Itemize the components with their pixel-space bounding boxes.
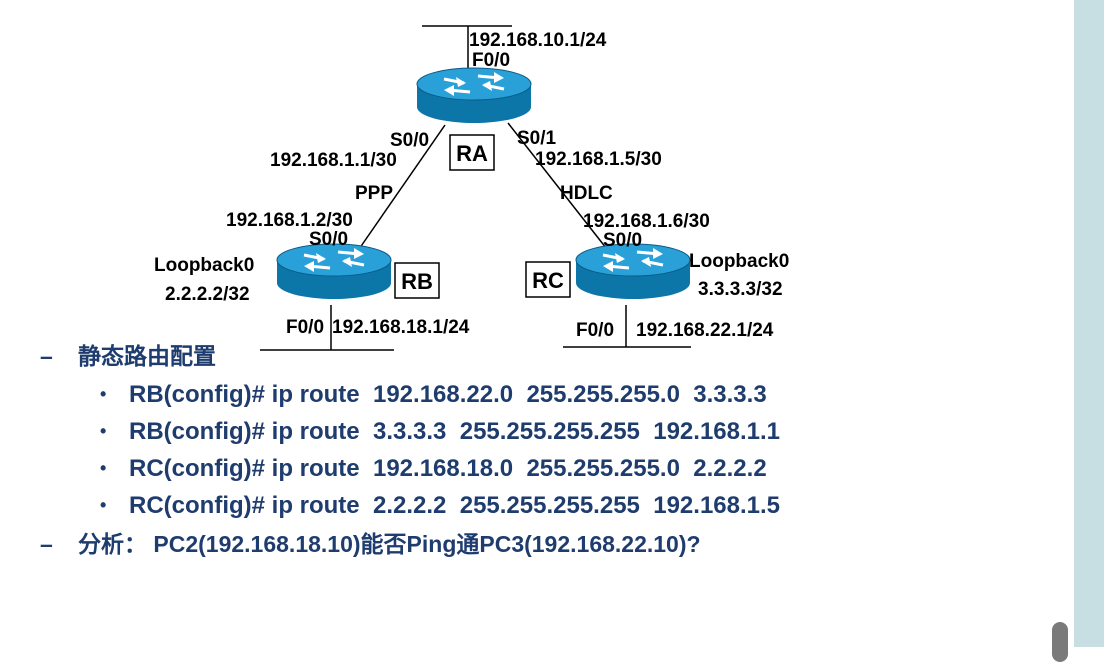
rc-lan-ip-label: 192.168.22.1/24 xyxy=(636,320,774,341)
rc-f00-label: F0/0 xyxy=(576,320,614,341)
ppp-link-line xyxy=(356,124,446,253)
rb-lan-ip-label: 192.168.18.1/24 xyxy=(332,317,470,338)
hdlc-link-line xyxy=(507,122,611,254)
rc-s00-label: S0/0 xyxy=(603,230,642,251)
rb-f00-label: F0/0 xyxy=(286,317,324,338)
network-topology-diagram: RA RB RC 192.168.10.1/24 F0/0 S0/0 192.1… xyxy=(154,25,789,351)
bullet-marker: • xyxy=(100,458,107,478)
analysis-question-text: 分析： PC2(192.168.18.10)能否Ping通PC3(192.168… xyxy=(78,531,701,557)
ra-s01-ip-label: 192.168.1.5/30 xyxy=(535,149,662,170)
hdlc-link-label: HDLC xyxy=(560,183,613,204)
ppp-link-label: PPP xyxy=(355,183,393,204)
rb-s00-ip-label: 192.168.1.2/30 xyxy=(226,210,353,231)
command-text: RB(config)# ip route 3.3.3.3 255.255.255… xyxy=(129,418,781,445)
ra-lan-ip-label: 192.168.10.1/24 xyxy=(469,30,607,51)
ra-s00-ip-label: 192.168.1.1/30 xyxy=(270,150,397,171)
router-rc-label-box: RC xyxy=(525,261,571,298)
rc-s00-ip-label: 192.168.1.6/30 xyxy=(583,211,710,232)
rc-loopback-ip-label: 3.3.3.3/32 xyxy=(698,279,783,300)
command-item: • RB(config)# ip route 192.168.22.0 255.… xyxy=(0,376,1060,413)
router-ra-icon xyxy=(415,66,533,125)
router-rc-label: RC xyxy=(532,268,564,293)
router-rb-icon xyxy=(275,242,393,301)
topology-links xyxy=(260,25,691,351)
command-item: • RB(config)# ip route 3.3.3.3 255.255.2… xyxy=(0,413,1060,450)
command-item: • RC(config)# ip route 2.2.2.2 255.255.2… xyxy=(0,487,1060,524)
router-ra-label-box: RA xyxy=(449,134,495,171)
rb-s00-label: S0/0 xyxy=(309,229,348,250)
command-text: RC(config)# ip route 2.2.2.2 255.255.255… xyxy=(129,492,781,519)
command-text: RC(config)# ip route 192.168.18.0 255.25… xyxy=(129,455,767,482)
rb-loopback-ip-label: 2.2.2.2/32 xyxy=(165,284,250,305)
outline-analysis-question: – 分析： PC2(192.168.18.10)能否Ping通PC3(192.1… xyxy=(0,524,1060,564)
heading-static-route-text: 静态路由配置 xyxy=(78,343,216,369)
dash-marker: – xyxy=(40,343,53,369)
dash-marker: – xyxy=(40,531,53,557)
scrollbar-thumb[interactable] xyxy=(1052,622,1068,662)
bullet-marker: • xyxy=(100,495,107,515)
command-item: • RC(config)# ip route 192.168.18.0 255.… xyxy=(0,450,1060,487)
outline-heading-static-route: – 静态路由配置 xyxy=(0,336,1060,376)
rc-loopback-label: Loopback0 xyxy=(689,251,789,272)
command-text: RB(config)# ip route 192.168.22.0 255.25… xyxy=(129,381,767,408)
slide-outline: – 静态路由配置 • RB(config)# ip route 192.168.… xyxy=(0,336,1060,564)
rb-loopback-label: Loopback0 xyxy=(154,255,254,276)
router-rc-icon xyxy=(574,242,692,301)
ra-s01-label: S0/1 xyxy=(517,128,557,149)
vertical-scrollbar-track[interactable] xyxy=(1074,0,1104,647)
bullet-marker: • xyxy=(100,384,107,404)
router-ra-label: RA xyxy=(456,141,488,166)
router-rb-label-box: RB xyxy=(394,262,440,299)
ra-s00-label: S0/0 xyxy=(390,130,429,151)
ra-f00-label: F0/0 xyxy=(472,50,510,71)
router-rb-label: RB xyxy=(401,269,433,294)
bullet-marker: • xyxy=(100,421,107,441)
